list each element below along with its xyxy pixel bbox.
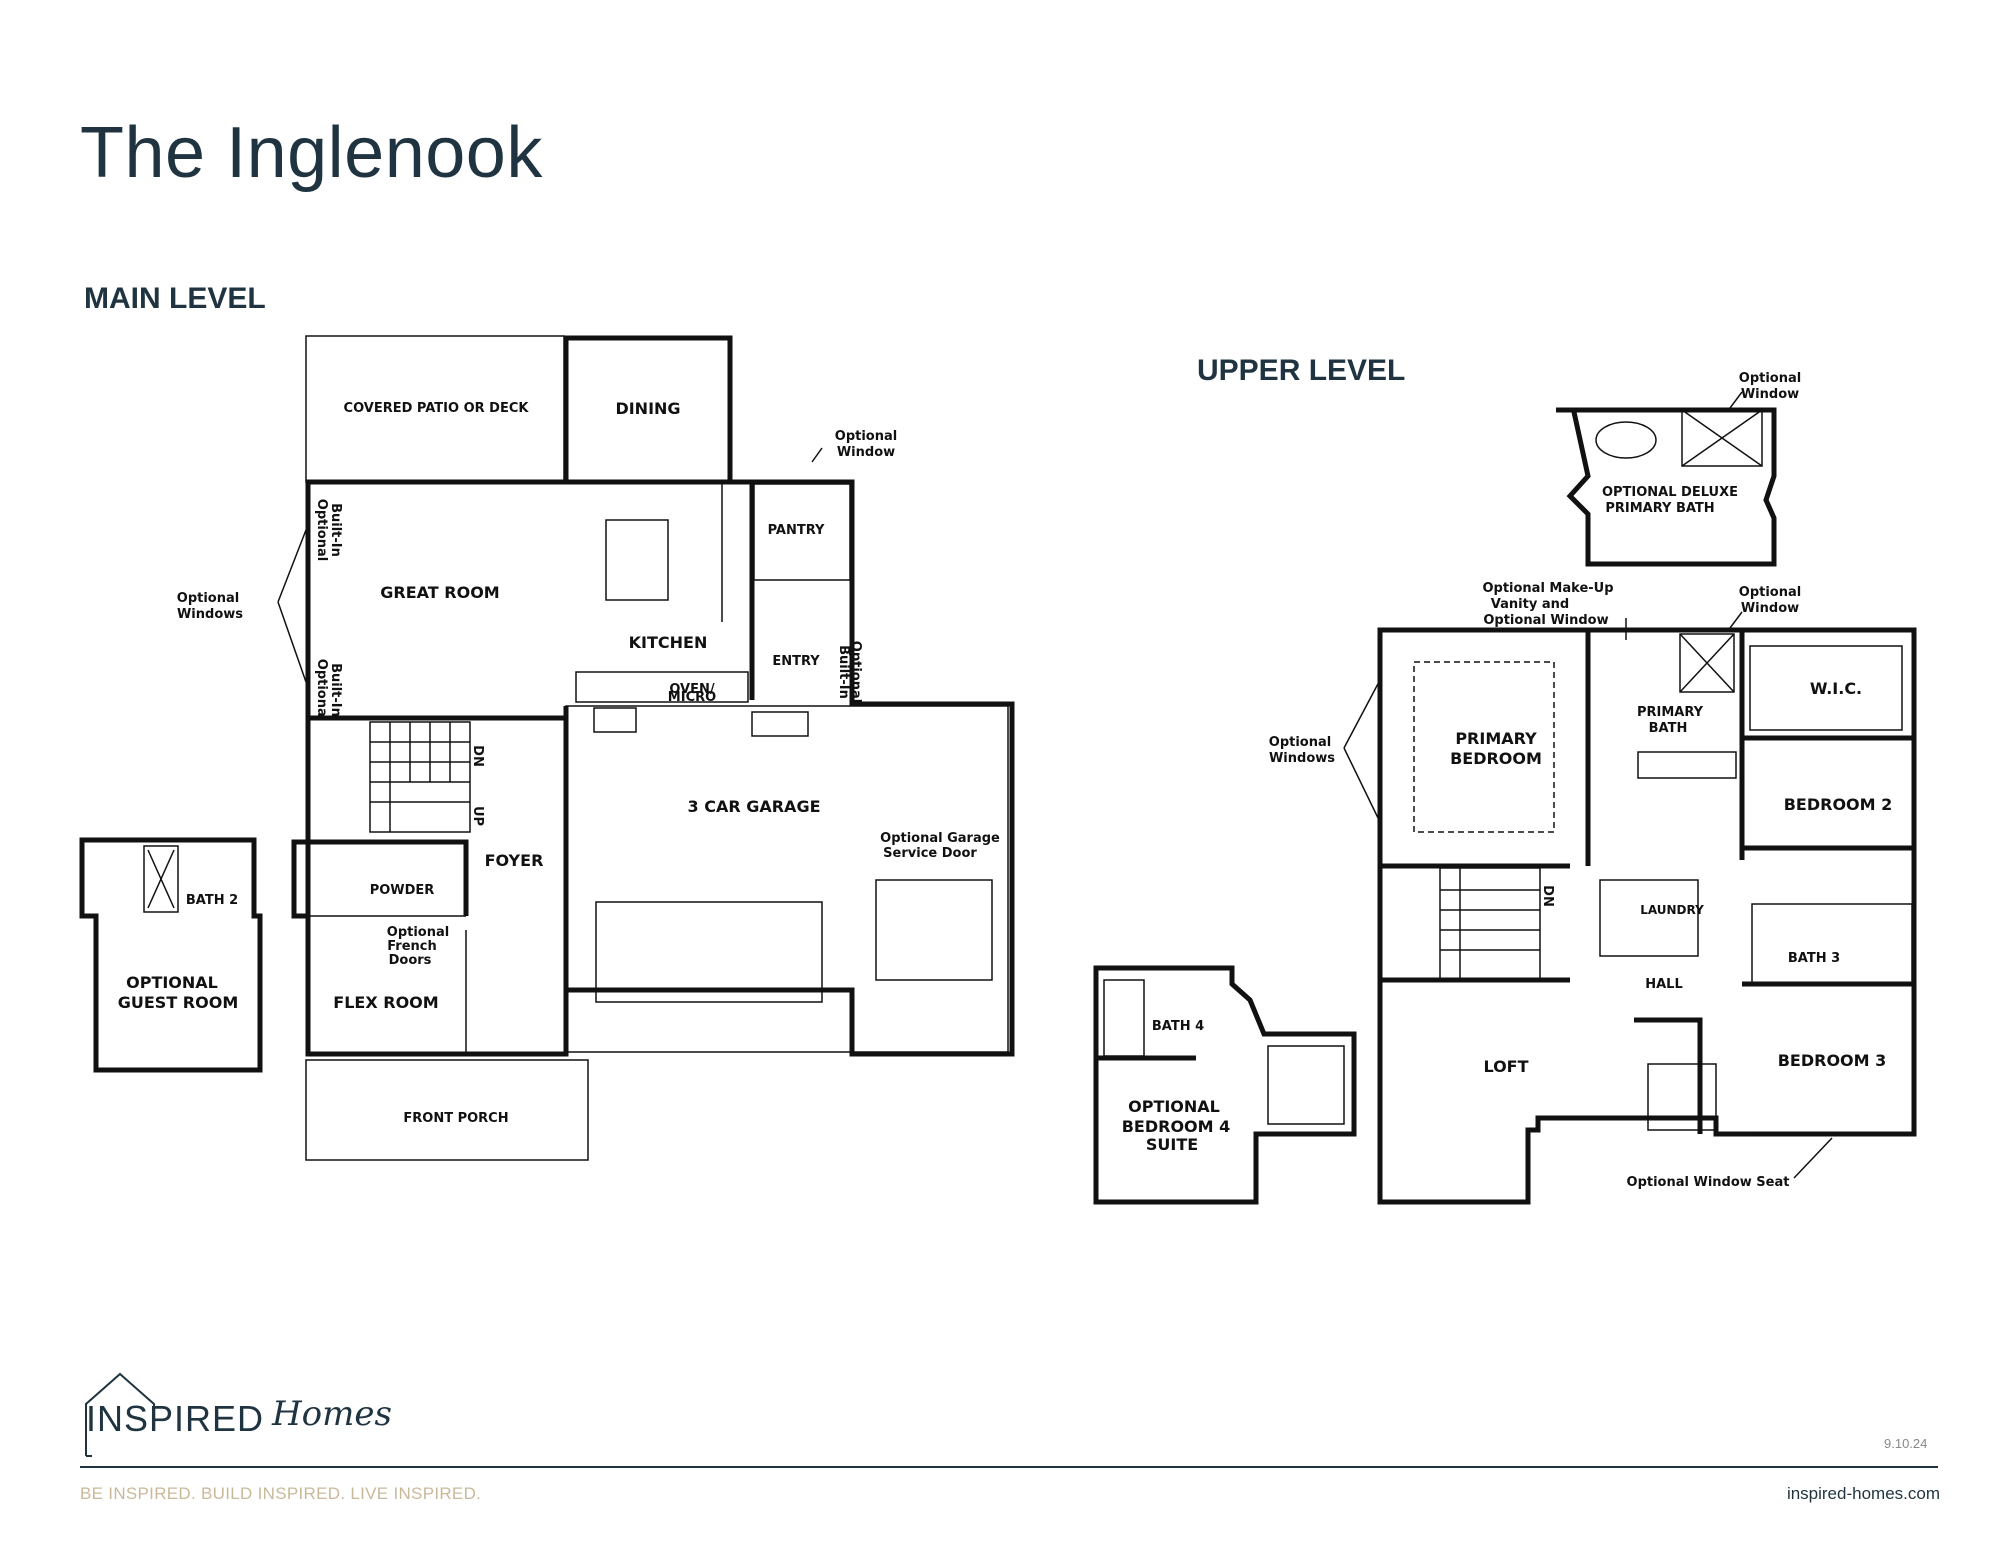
garage-door-2 <box>875 879 993 981</box>
room-kitchen: KITCHEN <box>629 633 708 652</box>
deluxe-bath-walls <box>1556 407 1777 567</box>
brand-word: INSPIRED <box>86 1398 265 1439</box>
room-bath2: BATH 2 <box>186 893 238 908</box>
bath2-shower <box>143 845 179 913</box>
front-porch-outline <box>305 1059 589 1161</box>
upper-outer-wall <box>1377 627 1917 1205</box>
room-primary-bath-2: BATH <box>1649 721 1688 736</box>
room-wic: W.I.C. <box>1810 679 1862 698</box>
note-bath-window-2: Window <box>1741 601 1799 616</box>
footer-divider <box>80 1466 1938 1468</box>
note-makeup-2: Vanity and <box>1491 597 1569 612</box>
note-garage-door-1: Optional Garage <box>880 831 1000 846</box>
note-window-seat: Optional Window Seat <box>1627 1175 1790 1190</box>
note-makeup-3: Optional Window <box>1483 613 1608 628</box>
note-upper-windows-1: Optional <box>1269 735 1331 750</box>
note-micro: MICRO <box>668 690 716 705</box>
note-dn: DN <box>470 745 485 767</box>
room-flex: FLEX ROOM <box>333 993 438 1012</box>
room-bath4: BATH 4 <box>1152 1019 1204 1034</box>
room-bedroom4-1: OPTIONAL <box>1128 1097 1220 1116</box>
laundry-box <box>1599 879 1699 957</box>
note-deluxe-window-2: Window <box>1741 387 1799 402</box>
room-patio: COVERED PATIO OR DECK <box>344 401 530 416</box>
tub <box>1595 421 1657 459</box>
brand-script: Homes <box>272 1394 392 1434</box>
room-pantry: PANTRY <box>768 523 825 538</box>
kitchen-counter <box>575 671 749 703</box>
main-stairs <box>369 721 471 833</box>
room-bedroom2: BEDROOM 2 <box>1784 795 1893 814</box>
room-loft: LOFT <box>1483 1057 1528 1076</box>
note-opt-window-1: Optional <box>835 429 897 444</box>
footer-website[interactable]: inspired-homes.com <box>1786 1484 1940 1503</box>
room-front-porch: FRONT PORCH <box>403 1111 508 1126</box>
room-foyer: FOYER <box>485 851 544 870</box>
deluxe-shower <box>1681 409 1763 467</box>
room-bedroom4-3: SUITE <box>1146 1135 1198 1154</box>
note-french-3: Doors <box>389 953 432 968</box>
room-laundry: LAUNDRY <box>1640 903 1704 917</box>
pantry-box <box>753 483 851 581</box>
note-opt-windows-1: Optional <box>177 591 239 606</box>
room-bath3: BATH 3 <box>1788 951 1840 966</box>
note-makeup-1: Optional Make-Up <box>1482 581 1613 596</box>
upper-stairs <box>1439 867 1541 981</box>
bedroom4-walls <box>1093 965 1357 1205</box>
upper-level-label: UPPER LEVEL <box>1197 354 1406 387</box>
note-builtin-c2: Built-In <box>836 645 851 699</box>
upper-level-plan <box>1093 391 1917 1205</box>
note-up: UP <box>470 806 485 826</box>
wic-shelf <box>1749 645 1903 731</box>
note-builtin-b1: Optional <box>314 659 329 721</box>
main-level-label: MAIN LEVEL <box>84 282 266 315</box>
note-french-2: French <box>387 939 437 954</box>
note-deluxe-window-1: Optional <box>1739 371 1801 386</box>
room-deluxe-bath-1: OPTIONAL DELUXE <box>1602 485 1738 500</box>
main-outer-wall <box>305 479 1015 1057</box>
dining-walls <box>563 335 733 482</box>
room-primary-bath-1: PRIMARY <box>1637 705 1704 720</box>
note-builtin-a2: Built-In <box>328 503 343 557</box>
note-bath-window-1: Optional <box>1739 585 1801 600</box>
note-builtin-b2: Built-In <box>328 663 343 717</box>
room-guest-2: GUEST ROOM <box>118 993 239 1012</box>
room-great-room: GREAT ROOM <box>380 583 499 602</box>
room-deluxe-bath-2: PRIMARY BATH <box>1605 501 1714 516</box>
note-oven: OVEN/ <box>669 682 715 697</box>
page-title: The Inglenook <box>80 113 543 193</box>
room-bedroom4-2: BEDROOM 4 <box>1122 1117 1231 1136</box>
room-hall: HALL <box>1645 977 1683 992</box>
room-guest-1: OPTIONAL <box>126 973 218 992</box>
guest-room-walls <box>79 837 263 1073</box>
garage-interior <box>565 705 1009 1053</box>
room-primary-bedroom-1: PRIMARY <box>1455 729 1537 748</box>
note-french-1: Optional <box>387 925 449 940</box>
note-upper-dn: DN <box>1540 885 1555 907</box>
main-level-plan <box>79 335 1015 1161</box>
room-primary-bedroom-2: BEDROOM <box>1450 749 1542 768</box>
revision-date: 9.10.24 <box>1884 1436 1928 1451</box>
room-entry: ENTRY <box>772 654 820 669</box>
note-garage-door-2: Service Door <box>883 846 977 861</box>
room-garage: 3 CAR GARAGE <box>688 797 821 816</box>
house-logo-icon <box>85 1372 155 1457</box>
kitchen-island <box>605 519 669 601</box>
note-builtin-a1: Optional <box>314 499 329 561</box>
room-dining: DINING <box>615 399 680 418</box>
note-upper-windows-2: Windows <box>1269 751 1335 766</box>
bath3-box <box>1751 903 1913 985</box>
room-powder: POWDER <box>370 883 435 898</box>
note-builtin-c1: Optional <box>848 641 863 703</box>
room-bedroom3: BEDROOM 3 <box>1778 1051 1887 1070</box>
primary-bedroom-tray <box>1413 661 1555 833</box>
note-opt-windows-2: Windows <box>177 607 243 622</box>
powder-walls <box>294 839 469 916</box>
note-opt-window-2: Window <box>837 445 895 460</box>
garage-door-1 <box>595 901 823 1003</box>
footer-tagline: BE INSPIRED. BUILD INSPIRED. LIVE INSPIR… <box>80 1484 482 1503</box>
